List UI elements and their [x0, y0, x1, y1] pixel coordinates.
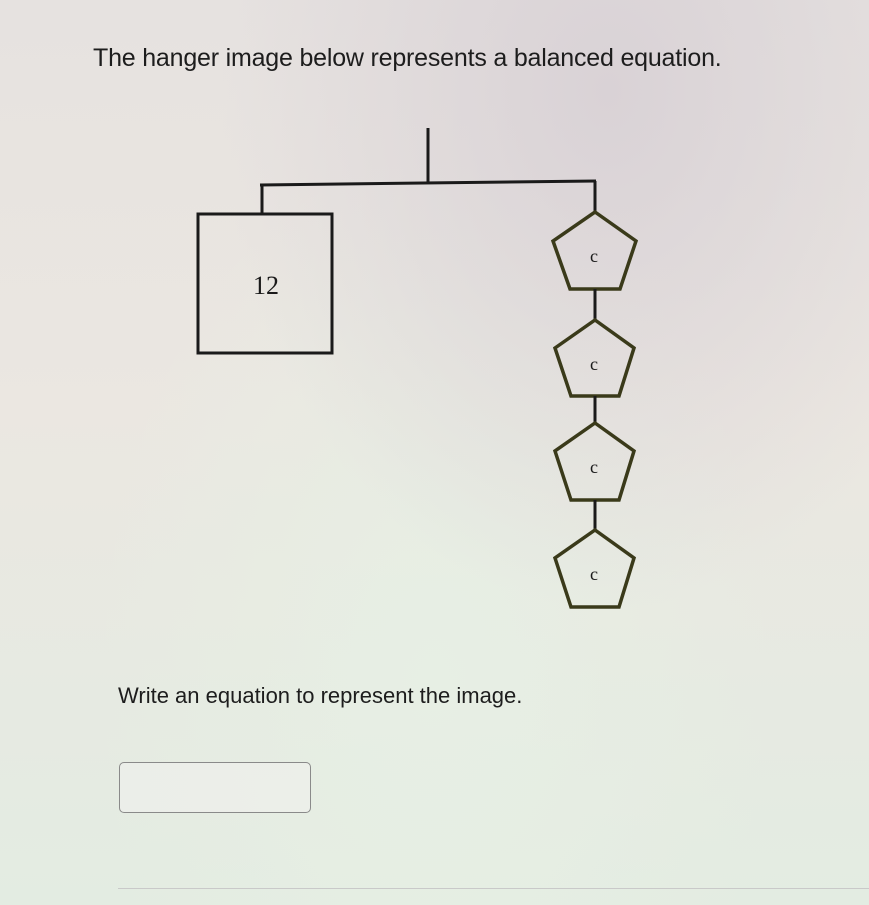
pentagon-label: c: [590, 354, 598, 374]
square-shape: [196, 212, 334, 355]
pentagon-label: c: [590, 457, 598, 477]
right-weight-pentagon-4: c: [552, 527, 637, 609]
pentagon-shape: [552, 527, 637, 609]
question-instruction: Write an equation to represent the image…: [118, 683, 523, 708]
answer-input[interactable]: [119, 762, 311, 813]
question-prompt: The hanger image below represents a bala…: [93, 44, 722, 72]
right-weight-pentagon-1: c: [550, 209, 639, 291]
bottom-divider: [118, 888, 869, 889]
pentagon-label: c: [590, 564, 598, 584]
square-label: 12: [253, 271, 279, 300]
left-weight-square: 12: [196, 212, 334, 355]
right-weight-pentagon-3: c: [552, 420, 637, 502]
right-weight-pentagon-2: c: [552, 317, 637, 398]
pentagon-label: c: [590, 246, 598, 266]
hanger-crossbar: [259, 179, 597, 187]
